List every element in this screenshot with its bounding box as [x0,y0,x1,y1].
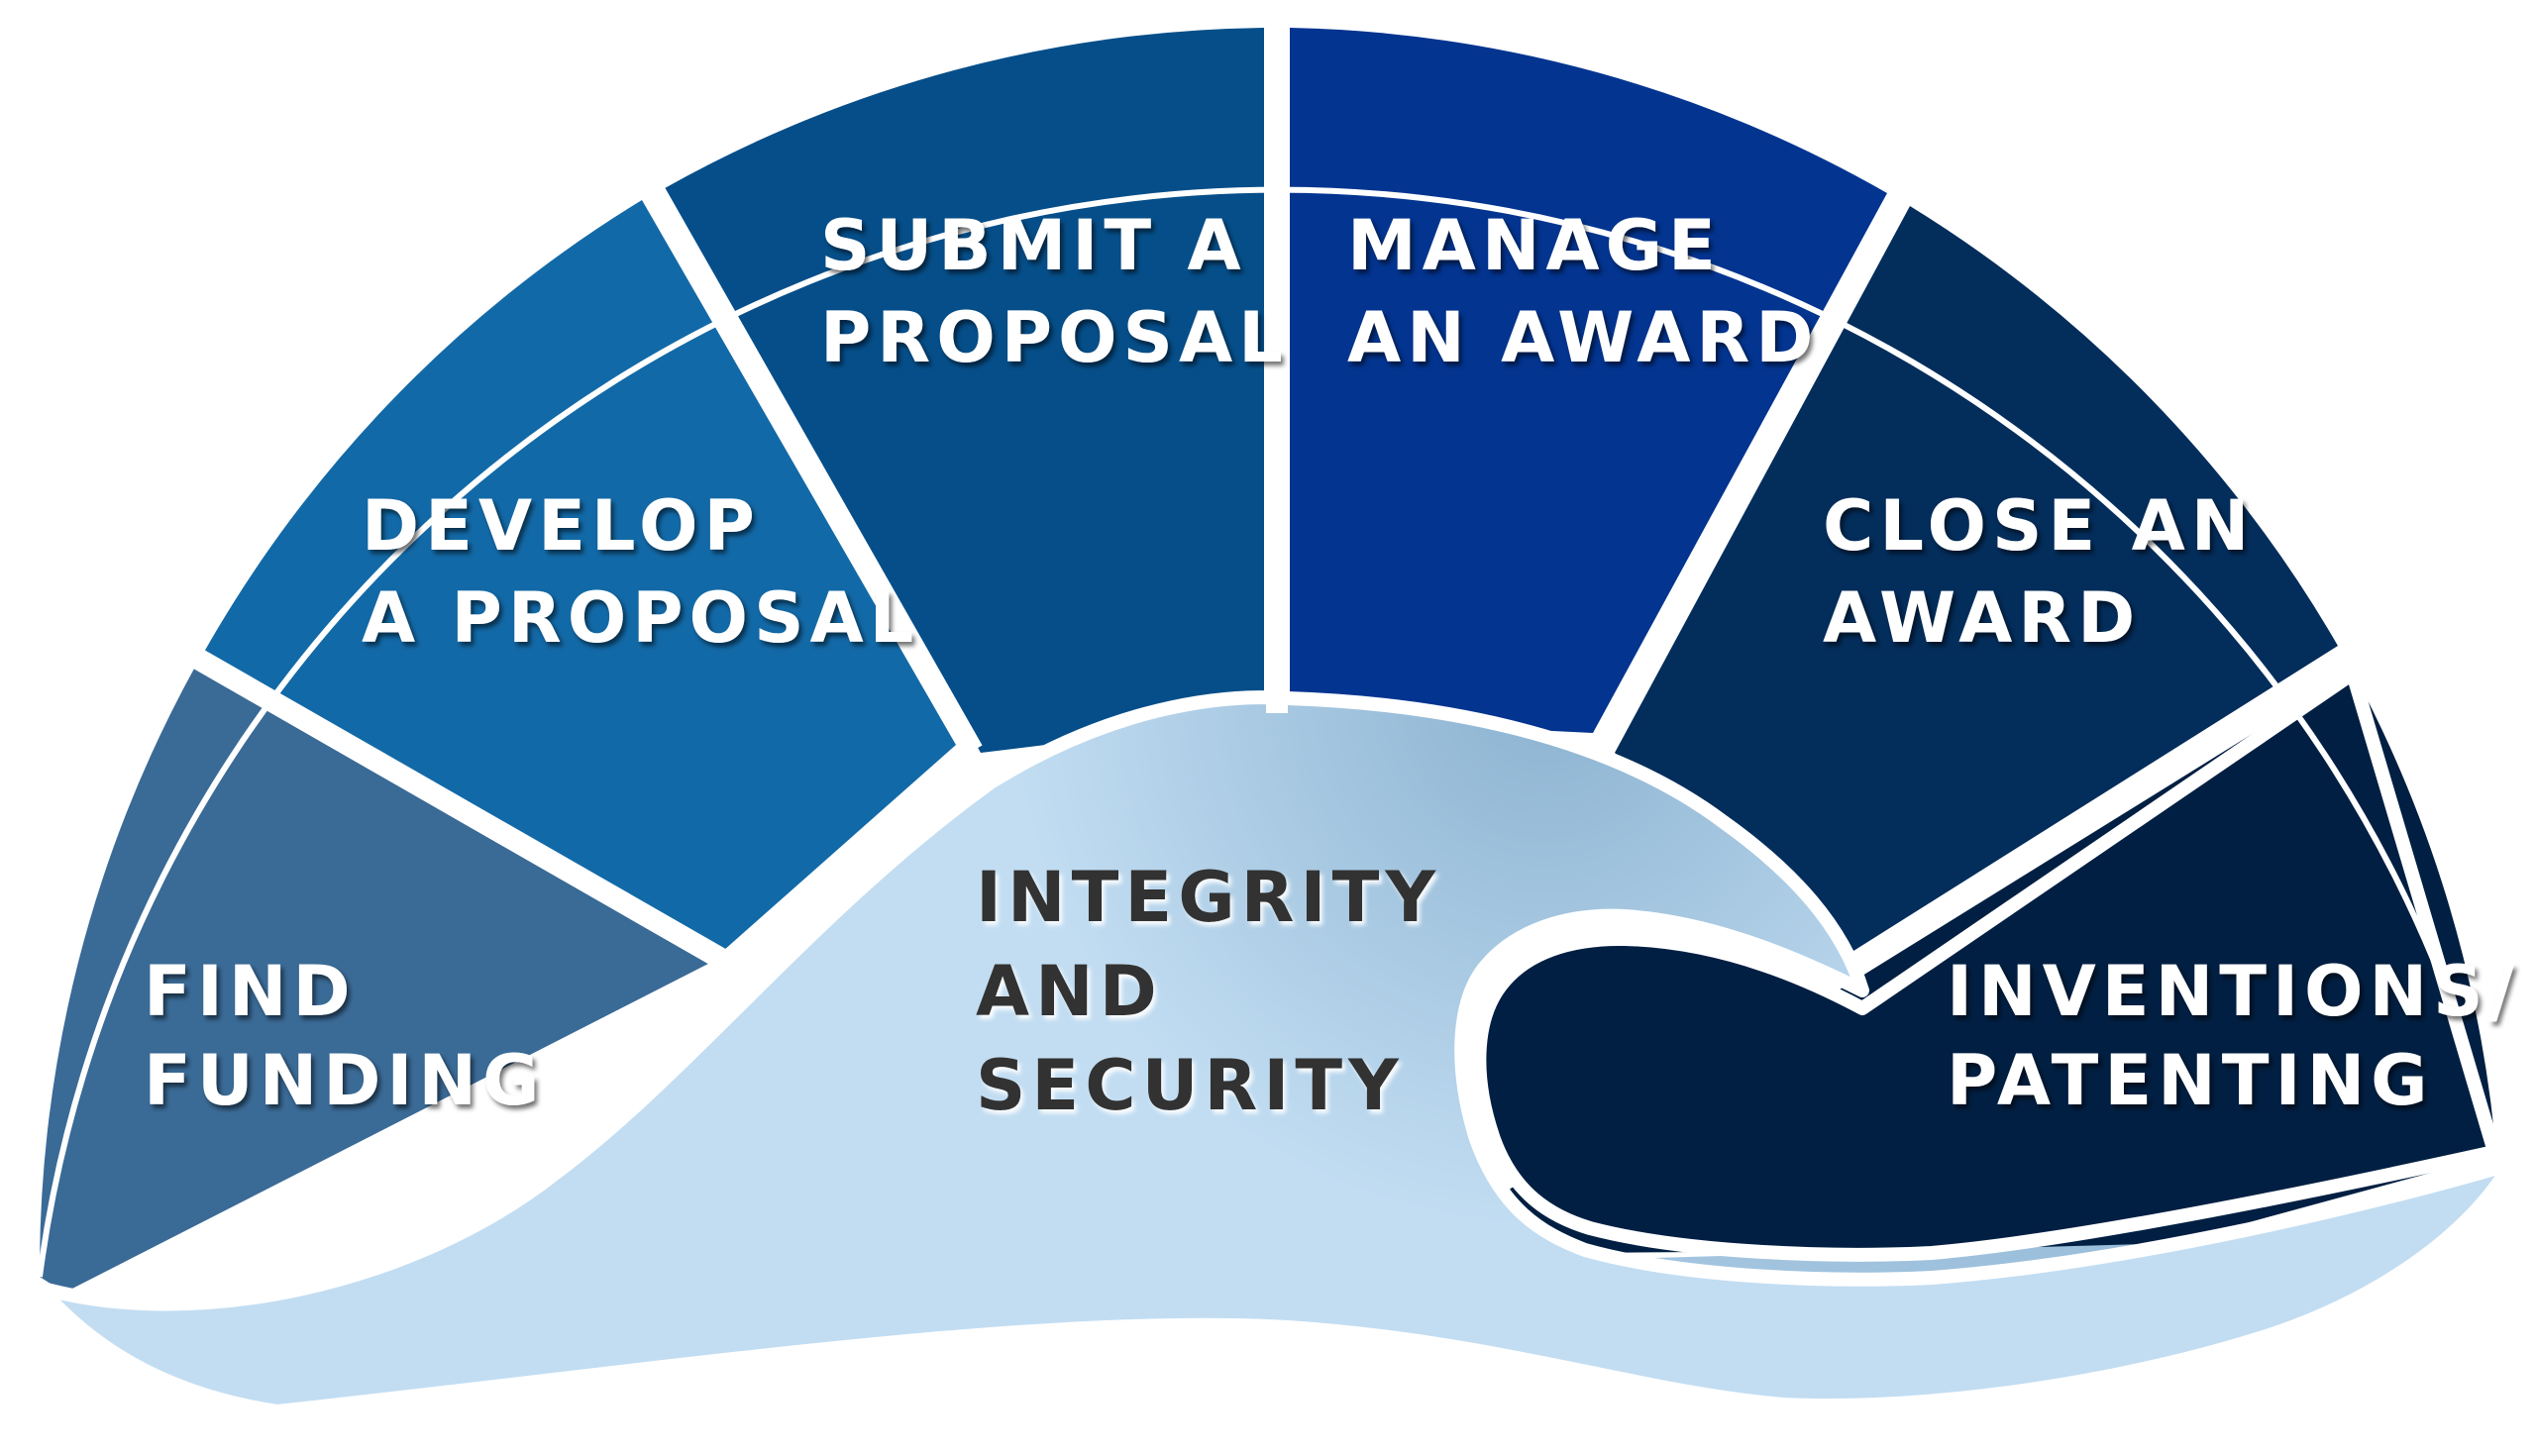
inventions-curl [1472,667,2501,1262]
label-integrity-security: INTEGRITY AND SECURITY [976,857,1471,1126]
label-inventions-patenting: INVENTIONS/ PATENTING [1947,951,2536,1121]
separator-2 [644,184,983,757]
separator-1 [190,648,727,969]
segment-separators [190,22,2352,976]
label-submit-proposal: SUBMIT A PROPOSAL [820,205,1289,378]
segment-manage-award-shape [1290,28,1887,733]
segment-close-award-shape [1615,206,2338,953]
label-develop-proposal: DEVELOP A PROPOSAL [362,485,919,659]
segment-find-funding [39,669,708,1293]
segment-find-funding-shape [39,669,708,1293]
integrity-wave [33,690,2518,1418]
separator-4 [1593,190,1909,745]
label-find-funding: FIND FUNDING [144,951,545,1121]
segment-submit-proposal-shape [665,28,1264,753]
segment-close-award [1615,206,2338,953]
separator-5 [1851,646,2352,976]
label-manage-award: MANAGE AN AWARD [1347,205,1819,378]
segment-develop-proposal-shape [203,200,956,951]
segment-manage-award [1290,28,1887,733]
segment-develop-proposal [203,200,956,951]
label-close-award: CLOSE AN AWARD [1823,485,2285,659]
segment-submit-proposal [665,28,1264,753]
outer-arc-outline [37,186,2499,1278]
